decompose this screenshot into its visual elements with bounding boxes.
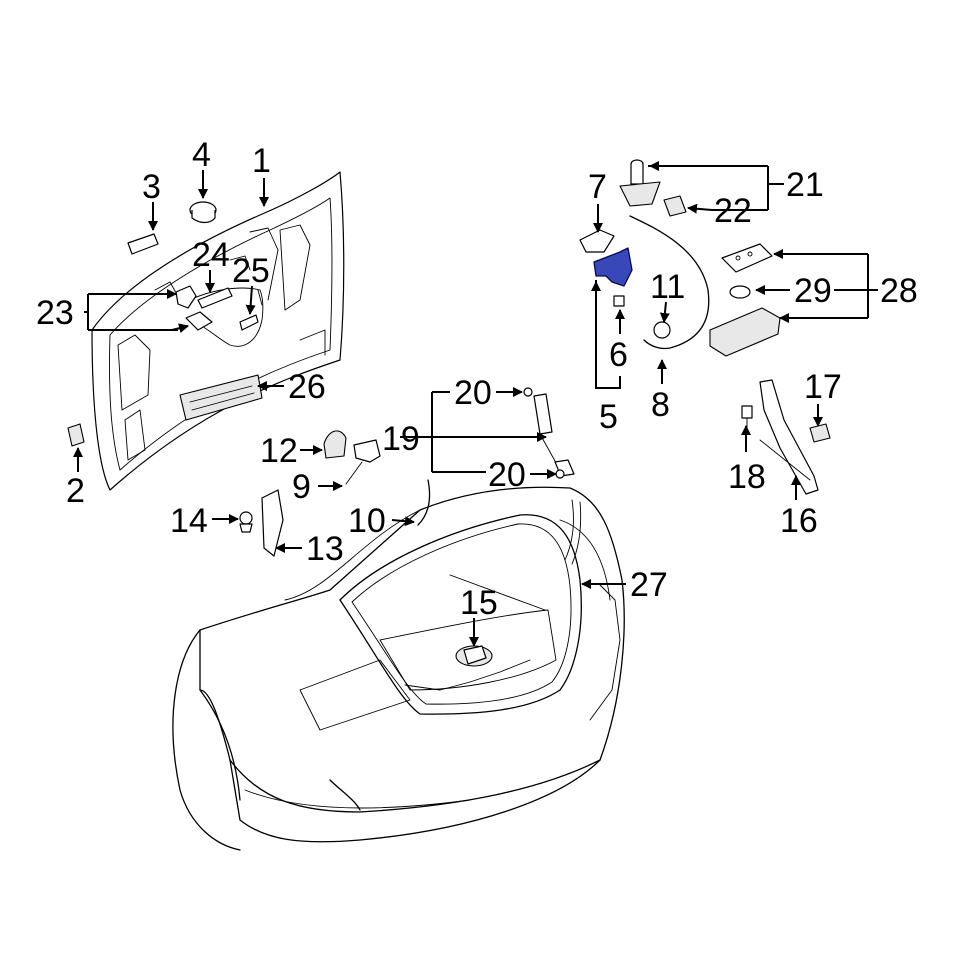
part-17-bumper [809, 423, 831, 443]
callout-5: 5 [599, 398, 618, 436]
callout-13: 13 [306, 530, 344, 568]
callout-labels: 1 2 3 4 5 6 7 8 9 10 11 12 13 14 15 16 1… [36, 136, 918, 622]
part-5-latch-highlighted [593, 247, 633, 287]
callout-12: 12 [260, 432, 298, 470]
lock-actuator-part [175, 285, 213, 331]
callout-4: 4 [192, 136, 211, 174]
part-11-clip [653, 321, 671, 339]
trunk-lid [91, 171, 345, 491]
callout-23: 23 [36, 294, 74, 332]
callout-29: 29 [794, 272, 832, 310]
callout-3: 3 [142, 168, 161, 206]
handle-part [197, 287, 233, 309]
license-lamp-bracket [179, 374, 263, 421]
part-2-stop [67, 423, 85, 447]
callout-14: 14 [170, 502, 208, 540]
callout-27: 27 [630, 566, 668, 604]
callout-8: 8 [651, 386, 670, 424]
callout-21: 21 [786, 166, 824, 204]
switch-part [239, 314, 259, 331]
lid-harness [194, 289, 264, 347]
part-4-grommet [189, 201, 217, 224]
callout-22: 22 [714, 192, 752, 230]
callout-26: 26 [288, 368, 326, 406]
callout-18: 18 [728, 458, 766, 496]
callout-20-top: 20 [454, 374, 492, 412]
callout-7: 7 [588, 168, 607, 206]
callout-25: 25 [232, 252, 270, 290]
part-8-cable [629, 215, 710, 350]
part-22-retainer [663, 195, 687, 217]
callout-24: 24 [192, 236, 230, 274]
callout-19: 19 [382, 420, 420, 458]
callout-6: 6 [609, 336, 628, 374]
callout-15: 15 [460, 584, 498, 622]
part-7-bracket [579, 229, 615, 253]
callout-28: 28 [880, 272, 918, 310]
callout-16: 16 [780, 502, 818, 540]
part-28-lamp [709, 243, 781, 357]
lift-supports [523, 387, 575, 479]
callout-1: 1 [252, 142, 271, 180]
callout-20-bottom: 20 [488, 456, 526, 494]
callout-11: 11 [650, 268, 685, 306]
callout-2: 2 [66, 472, 85, 510]
part-29-bulb [729, 285, 751, 299]
part-15-tie-down [455, 645, 493, 667]
callout-17: 17 [804, 368, 842, 406]
part-14-clip [239, 511, 253, 533]
part-21-lock-cylinder [619, 159, 661, 207]
part-9-latch [345, 439, 381, 485]
part-16-hinge [759, 379, 819, 495]
callout-10: 10 [348, 502, 386, 540]
part-12-bumper [323, 430, 347, 459]
leader-lines [73, 161, 878, 647]
callout-9: 9 [292, 468, 311, 506]
part-13-trim [261, 489, 284, 557]
car-body [172, 486, 625, 851]
part-3-bumper [127, 233, 159, 255]
part-6-nut [613, 295, 625, 307]
part-10-rod [417, 479, 431, 526]
